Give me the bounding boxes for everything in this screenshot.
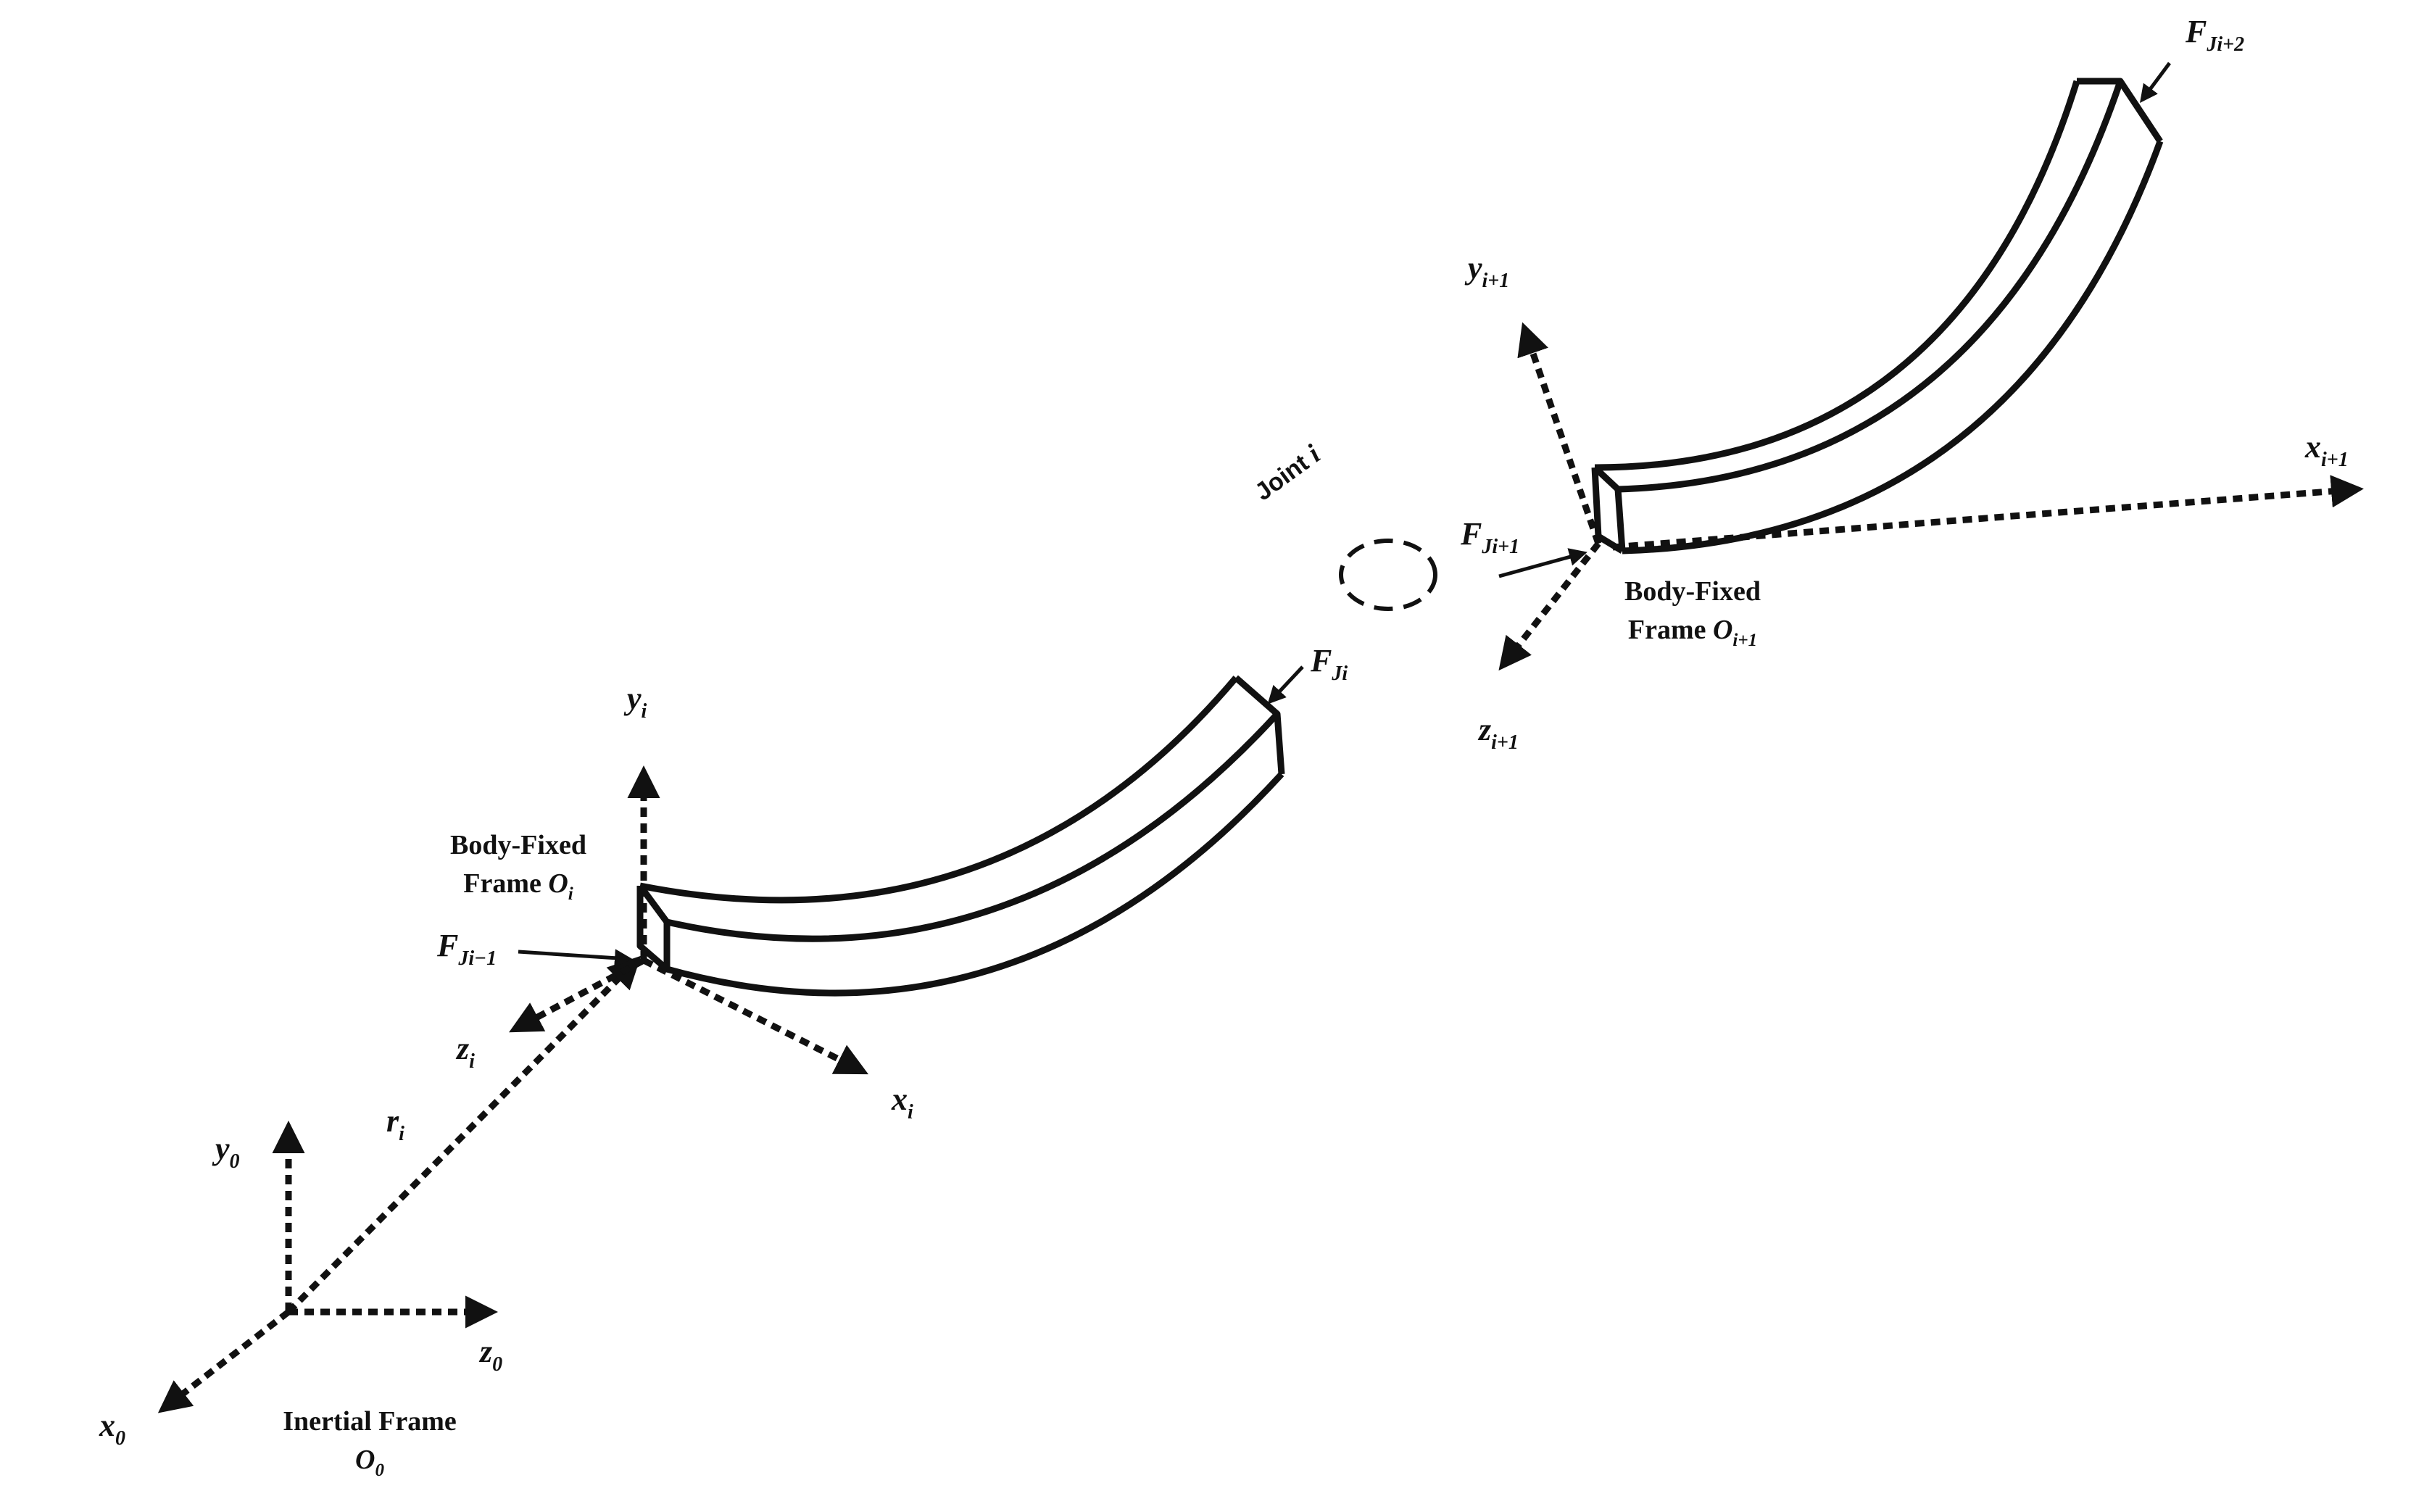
inertial-x-axis <box>157 1309 291 1413</box>
label-fji-1: FJi−1 <box>437 928 497 970</box>
label-xi1: xi+1 <box>2305 429 2349 471</box>
label-z0: z0 <box>480 1334 503 1376</box>
label-fji: FJi <box>1311 643 1348 685</box>
label-fji1: FJi+1 <box>1461 516 1520 558</box>
force-arrow-fji2 <box>2140 62 2172 104</box>
flexible-body-i1 <box>1591 78 2164 554</box>
body-i1-frame-title: Body-Fixed Frame Oi+1 <box>1624 576 1761 651</box>
label-zi: zi <box>457 1031 475 1073</box>
label-xi: xi <box>892 1081 913 1123</box>
body-i-axes <box>509 765 869 1075</box>
flexible-body-i <box>636 675 1285 997</box>
force-arrow-fji <box>1267 665 1304 705</box>
label-zi1: zi+1 <box>1479 712 1519 754</box>
label-yi: yi <box>627 681 647 723</box>
body-i-z-axis <box>509 958 646 1033</box>
force-arrow-fji-1 <box>518 949 633 968</box>
label-x0: x0 <box>99 1408 125 1450</box>
body-i1-y-axis <box>1517 322 1602 545</box>
label-fji2: FJi+2 <box>2186 14 2245 56</box>
label-yi1: yi+1 <box>1468 250 1510 292</box>
label-ri: ri <box>386 1103 404 1145</box>
joint-i-ellipse <box>1339 539 1437 611</box>
label-y0: y0 <box>215 1131 240 1173</box>
body-i1-x-axis <box>1612 475 2364 551</box>
body-i1-axes <box>1498 322 2364 671</box>
body-i-x-axis <box>642 957 869 1075</box>
inertial-frame-title: Inertial Frame O0 <box>283 1406 457 1481</box>
body-i1-z-axis <box>1498 541 1601 671</box>
position-vector-ri <box>286 955 642 1315</box>
force-arrow-fji1 <box>1498 548 1587 578</box>
body-i-frame-title: Body-Fixed Frame Oi <box>450 830 586 905</box>
inertial-axes <box>157 1121 498 1413</box>
